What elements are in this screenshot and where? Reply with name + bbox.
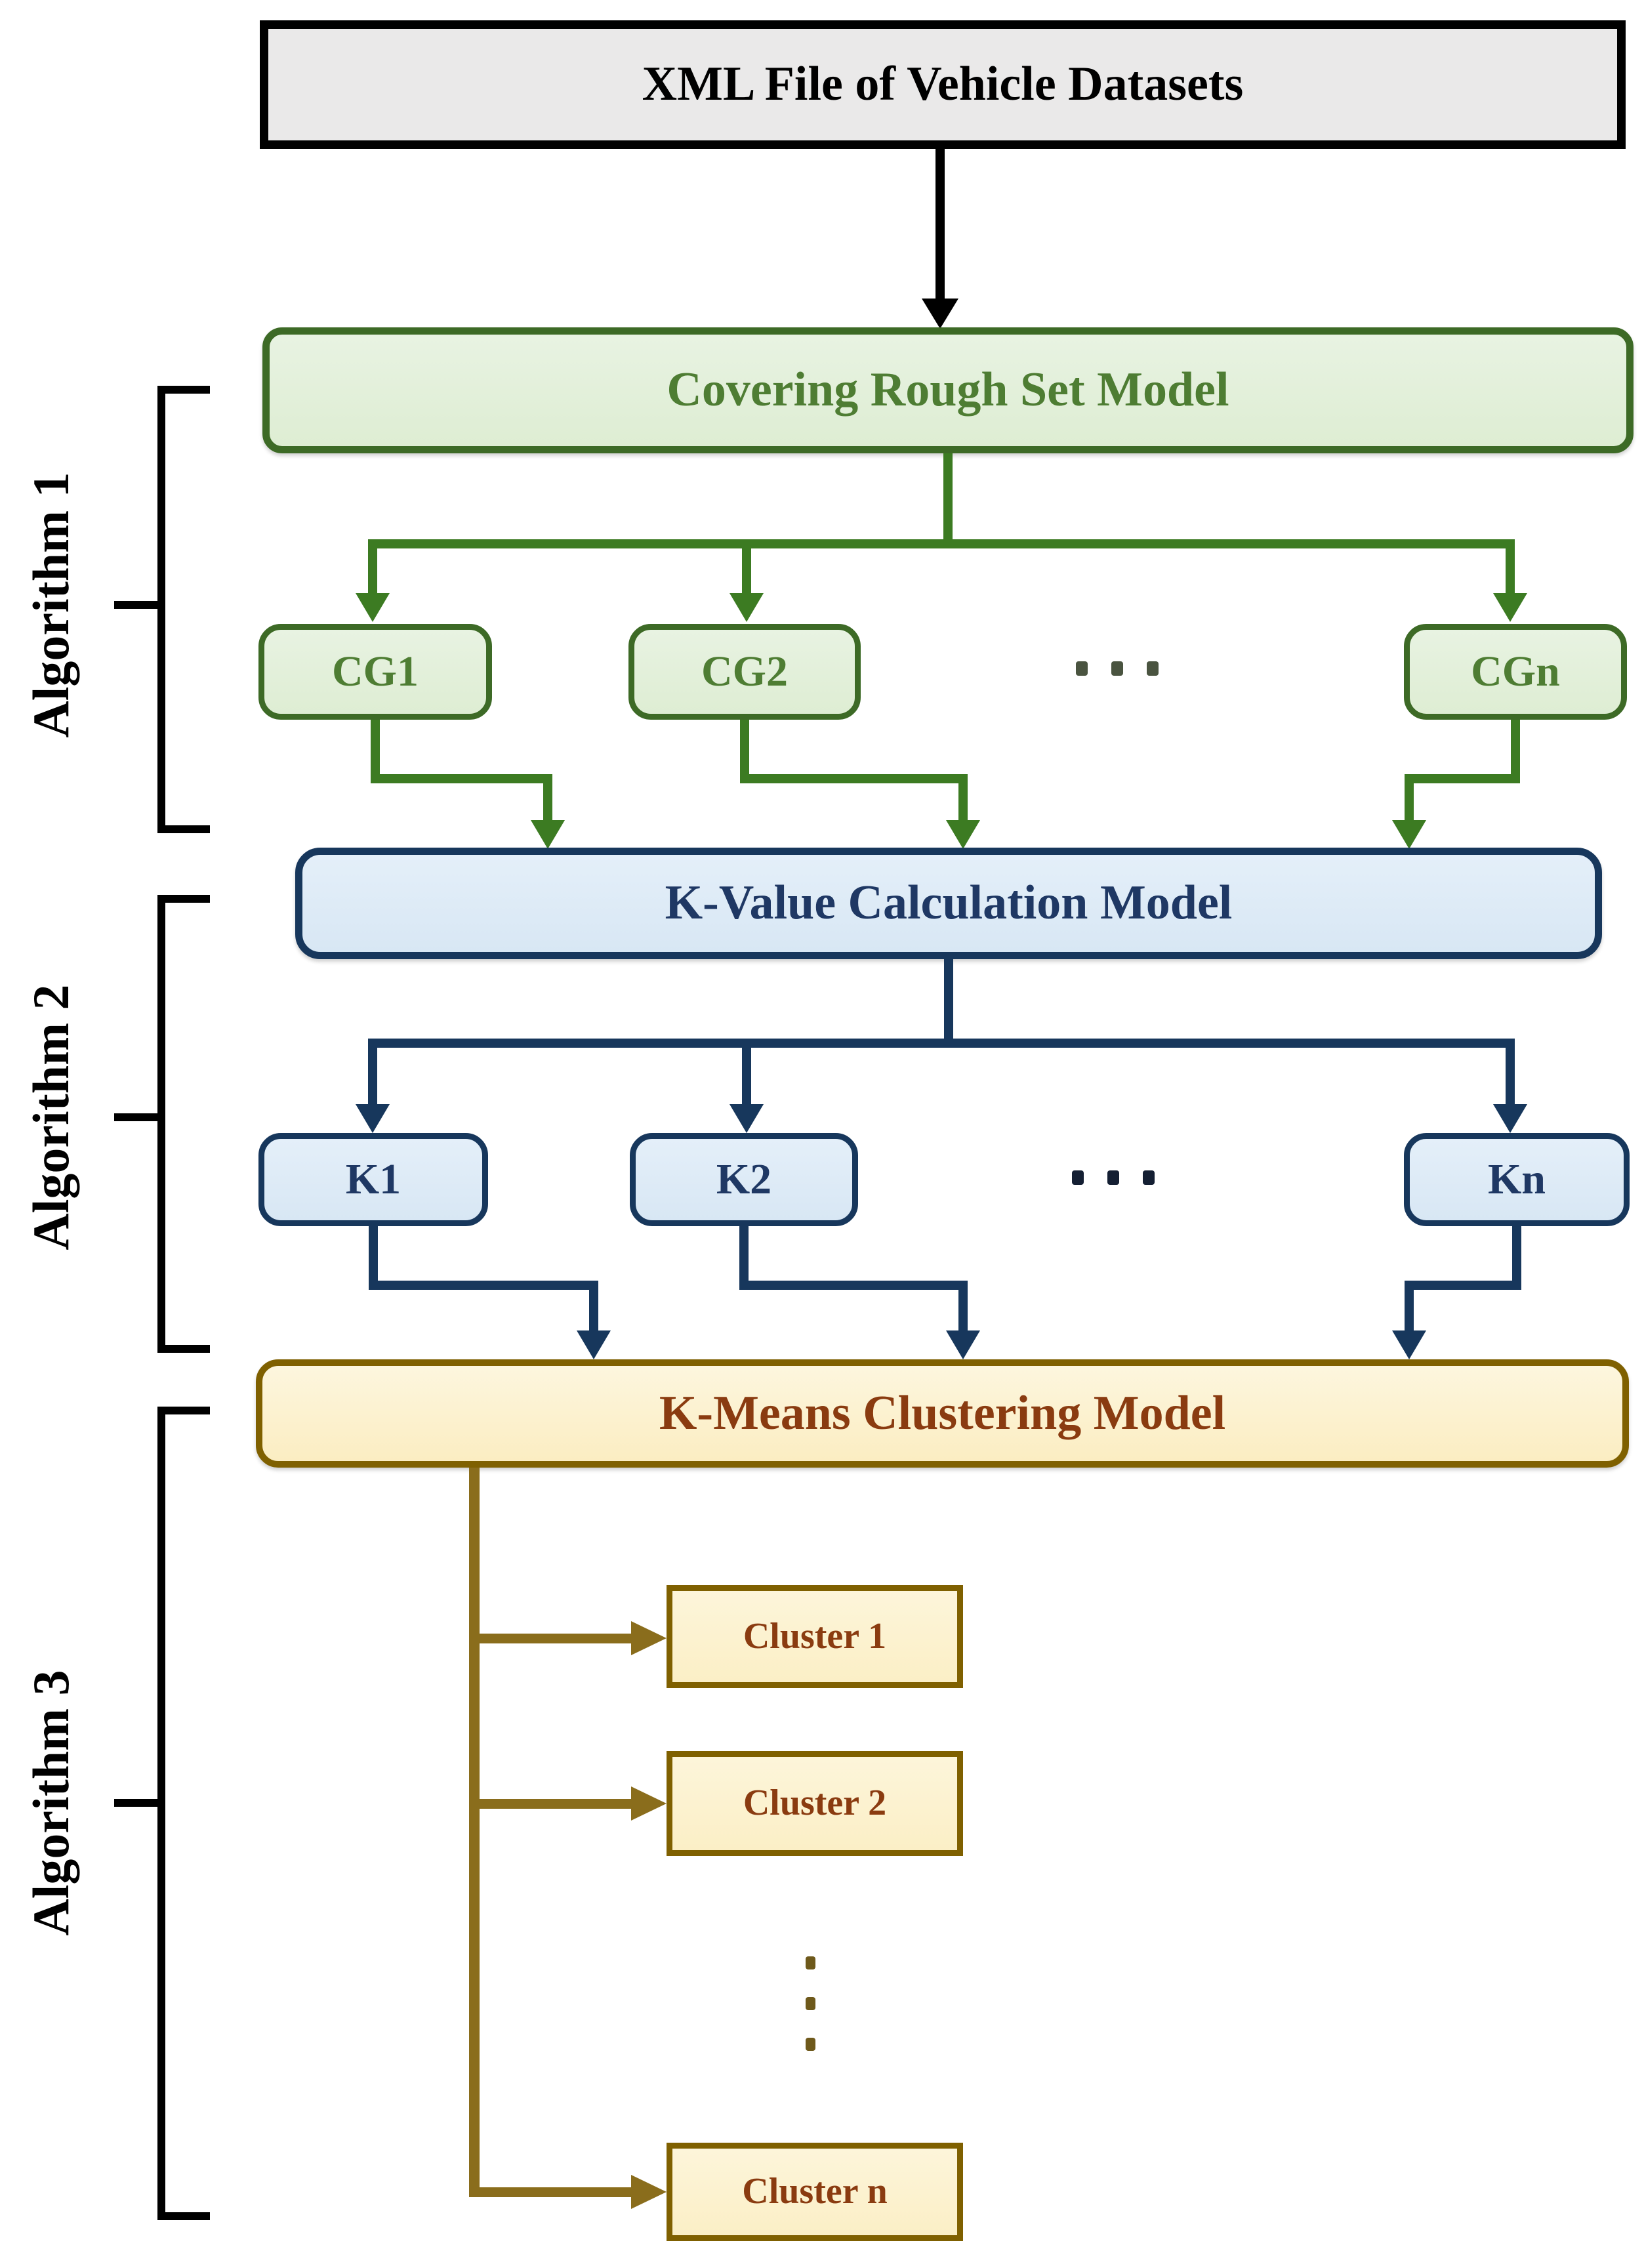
crsm-branch-stub (943, 453, 953, 548)
arrow-cluster1-head (631, 1621, 667, 1655)
kvcm-drop-k1-line (368, 1048, 377, 1104)
crsm-drop-cgn-head (1493, 593, 1527, 622)
cg2-elbow-h (740, 774, 968, 783)
k-value-calc-node: K-Value Calculation Model (295, 848, 1602, 959)
kmeans-trunk-line (469, 1468, 480, 2197)
crsm-drop-cgn-line (1506, 548, 1515, 593)
kn-node: Kn (1404, 1133, 1630, 1226)
arrow-cluster2-line (469, 1799, 631, 1809)
arrow-xml-to-crsm-line (935, 149, 945, 300)
cgn-elbow-v2 (1405, 774, 1414, 824)
arrow-clustern-head (631, 2175, 667, 2209)
arrow-clustern-line (469, 2187, 631, 2197)
cg2-node: CG2 (628, 624, 861, 720)
algorithm1-bracket-top-arm (157, 386, 210, 394)
cg1-node: CG1 (258, 624, 492, 720)
cluster2-node: Cluster 2 (667, 1751, 963, 1856)
cluster-n-label: Cluster n (742, 2171, 888, 2212)
algorithm2-bracket-top-arm (157, 895, 210, 903)
arrow-xml-to-crsm-head (922, 299, 958, 329)
algorithm1-bracket-mid-tick (114, 601, 157, 609)
covering-rough-set-node: Covering Rough Set Model (262, 327, 1634, 453)
cg2-elbow-head (946, 820, 980, 849)
kvcm-drop-k2-line (742, 1048, 751, 1104)
k-means-label: K-Means Clustering Model (659, 1386, 1226, 1440)
algorithm3-label: Algorithm 3 (22, 1670, 79, 1936)
cgn-label: CGn (1471, 647, 1560, 695)
k-means-node: K-Means Clustering Model (256, 1359, 1629, 1468)
xml-file-node: XML File of Vehicle Datasets (260, 20, 1626, 149)
cgn-node: CGn (1404, 624, 1627, 720)
cluster2-label: Cluster 2 (743, 1783, 887, 1824)
cg1-elbow-v1 (371, 720, 380, 783)
kvcm-branch-hline (368, 1039, 1515, 1048)
kn-elbow-v2 (1405, 1281, 1414, 1330)
k2-label: K2 (716, 1155, 772, 1203)
cgn-elbow-v1 (1511, 720, 1520, 783)
algorithm3-bracket-vline (157, 1407, 165, 2220)
algorithm3-bracket-mid-tick (114, 1799, 157, 1807)
cg1-elbow-v2 (543, 774, 552, 824)
crsm-branch-hline (368, 539, 1515, 548)
k-row-ellipsis-icon (1072, 1170, 1155, 1185)
k-value-calc-label: K-Value Calculation Model (665, 876, 1233, 930)
k1-node: K1 (258, 1133, 488, 1226)
algorithm2-bracket-bottom-arm (157, 1345, 210, 1353)
cg2-label: CG2 (701, 647, 788, 695)
kvcm-drop-kn-line (1506, 1048, 1515, 1104)
arrow-cluster1-line (469, 1634, 631, 1643)
k1-elbow-v2 (589, 1281, 598, 1330)
algorithm2-bracket-mid-tick (114, 1113, 157, 1121)
kvcm-drop-k1-head (356, 1104, 390, 1133)
algorithm3-bracket-bottom-arm (157, 2212, 210, 2220)
algorithm2-bracket-vline (157, 895, 165, 1353)
arrow-cluster2-head (631, 1786, 667, 1821)
k1-elbow-h (369, 1281, 598, 1290)
cgn-elbow-h (1405, 774, 1520, 783)
crsm-drop-cg2-head (730, 593, 764, 622)
k2-node: K2 (630, 1133, 858, 1226)
cg2-elbow-v2 (958, 774, 968, 824)
kvcm-drop-k2-head (730, 1104, 764, 1133)
cg-row-ellipsis-icon (1076, 661, 1159, 676)
kvcm-branch-stub (944, 959, 953, 1048)
crsm-drop-cg2-line (742, 548, 751, 593)
cg1-elbow-head (531, 820, 565, 849)
cg2-elbow-v1 (740, 720, 749, 783)
algorithm1-bracket-vline (157, 386, 165, 833)
k2-elbow-h (739, 1281, 968, 1290)
algorithm3-bracket-top-arm (157, 1407, 210, 1414)
k2-elbow-head (946, 1330, 980, 1359)
crsm-drop-cg1-line (368, 548, 377, 593)
cluster-n-node: Cluster n (667, 2143, 963, 2241)
kn-elbow-head (1392, 1330, 1426, 1359)
kn-elbow-v1 (1512, 1226, 1521, 1290)
cg1-elbow-h (371, 774, 552, 783)
k2-elbow-v2 (958, 1281, 968, 1330)
cluster-column-ellipsis-icon (806, 1956, 815, 2051)
k1-elbow-head (577, 1330, 611, 1359)
algorithm2-label: Algorithm 2 (22, 984, 79, 1250)
kvcm-drop-kn-head (1493, 1104, 1527, 1133)
cgn-elbow-head (1392, 820, 1426, 849)
cluster1-label: Cluster 1 (743, 1615, 887, 1657)
k2-elbow-v1 (739, 1226, 749, 1290)
cg1-label: CG1 (332, 647, 419, 695)
crsm-drop-cg1-head (356, 593, 390, 622)
covering-rough-set-label: Covering Rough Set Model (667, 363, 1229, 417)
k1-elbow-v1 (369, 1226, 378, 1290)
xml-file-label: XML File of Vehicle Datasets (642, 57, 1244, 112)
cluster1-node: Cluster 1 (667, 1585, 963, 1688)
kn-elbow-h (1405, 1281, 1521, 1290)
kn-label: Kn (1487, 1155, 1546, 1203)
k1-label: K1 (345, 1155, 401, 1203)
algorithm1-label: Algorithm 1 (22, 472, 79, 738)
algorithm1-bracket-bottom-arm (157, 825, 210, 833)
